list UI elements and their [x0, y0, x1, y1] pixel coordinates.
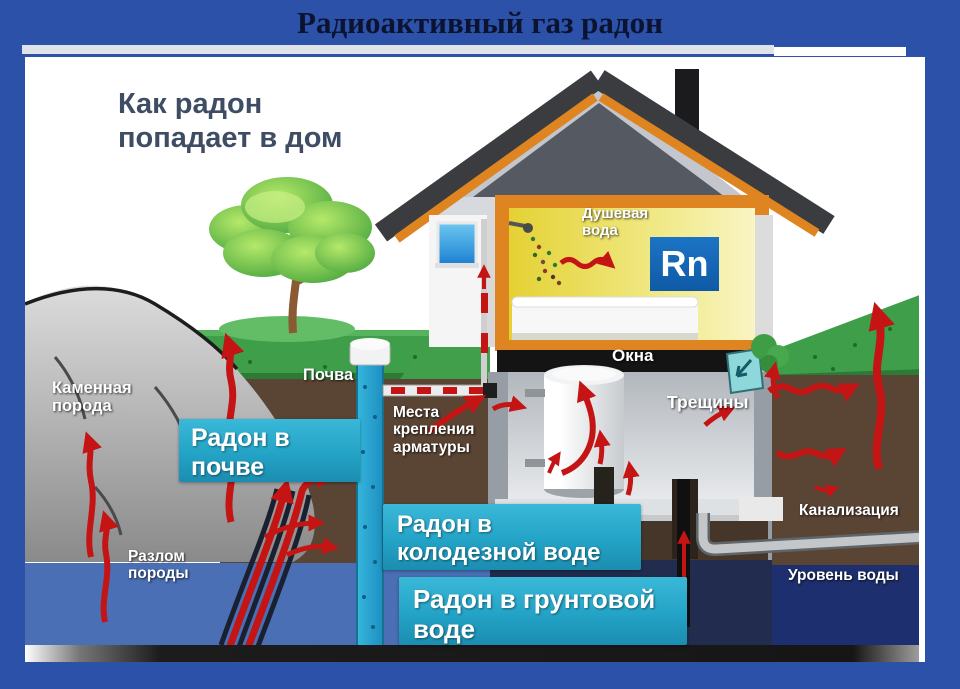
- shower-head: [523, 223, 533, 233]
- callout-radon-in-ground-water: Радон в грунтовой воде: [399, 577, 687, 645]
- radon-flow-arrows: [82, 264, 895, 623]
- radon-element-badge: Rn: [650, 237, 719, 291]
- roof-left: [374, 70, 604, 242]
- water-supply-pipe: [382, 384, 492, 397]
- label-cracks: Трещины: [667, 392, 749, 412]
- roof-right: [593, 70, 835, 234]
- well-pipe: [349, 338, 391, 650]
- floor-band: [497, 350, 759, 372]
- basement-window: [725, 347, 765, 395]
- side-window: [436, 221, 478, 267]
- label-shower-water: Душевая вода: [582, 205, 649, 239]
- callout-radon-in-soil: Радон в почве: [179, 419, 360, 482]
- label-soil: Почва: [303, 366, 354, 384]
- label-windows: Окна: [612, 346, 654, 365]
- title-underline-right: [774, 47, 906, 56]
- shower-spray: [530, 236, 562, 286]
- label-rock: Каменная порода: [52, 379, 132, 416]
- label-sewer: Канализация: [799, 502, 899, 519]
- bathtub: [512, 297, 698, 340]
- label-rock-fault: Разлом породы: [128, 548, 189, 583]
- page-title: Радиоактивный газ радон: [297, 5, 663, 40]
- diagram-heading: Как радон попадает в дом: [118, 88, 343, 155]
- label-fixture-points: Места крепления арматуры: [393, 404, 475, 456]
- label-water-level: Уровень воды: [788, 567, 899, 584]
- callout-radon-in-well-water: Радон в колодезной воде: [383, 504, 641, 570]
- title-underline-left: [22, 45, 774, 54]
- right-wall: [755, 215, 773, 372]
- frame-shadow: [25, 57, 925, 662]
- tree: [209, 177, 375, 342]
- right-terrain: [763, 293, 925, 649]
